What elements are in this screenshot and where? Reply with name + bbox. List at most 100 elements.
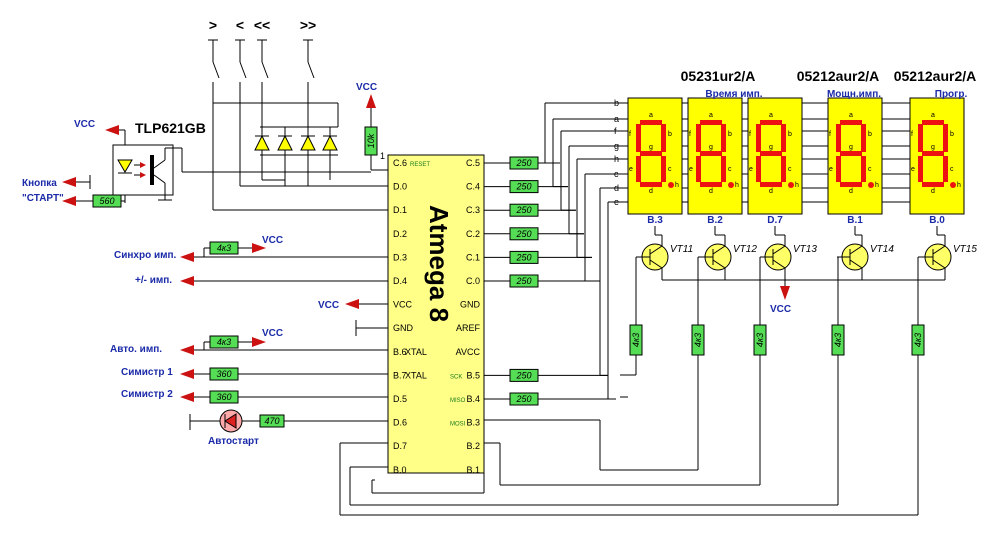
digit-port-label: D.7 (767, 215, 783, 226)
right-pin-extra: SCK (450, 374, 462, 380)
right-pin-c2: C.2 (466, 229, 480, 239)
sim2-label: Симистр 2 (121, 389, 173, 400)
display-caption-0: Время имп. (705, 89, 762, 100)
segment-letter-b: b (614, 98, 619, 108)
vcc-arrow-auto (252, 337, 266, 347)
display-caption-2: Прогр. (935, 89, 968, 100)
left-pin-d1: D.1 (393, 205, 407, 215)
resistor-250-4: 250 (509, 250, 539, 264)
resistor-4k3-base-0: 4к3 (629, 324, 643, 356)
start-label-2: "СТАРТ" (22, 193, 64, 204)
plusminus-label: +/- имп. (135, 275, 172, 286)
optocoupler: TLP621GB (112, 120, 206, 203)
right-pin-c5: C.5 (466, 158, 480, 168)
transistor-vt12: VT12 4к3 (691, 226, 757, 356)
sync-label: Синхро имп. (114, 250, 177, 261)
right-pin-extra: MOSI (450, 422, 466, 428)
left-pin-extra: XTAL (405, 347, 427, 357)
segment-letter-d: d (614, 183, 619, 193)
sim1-arrow (180, 369, 194, 379)
svg-text:e: e (829, 166, 833, 173)
svg-text:4к3: 4к3 (693, 333, 703, 347)
svg-text:c: c (788, 166, 792, 173)
diode-row (254, 126, 338, 186)
svg-text:b: b (668, 131, 672, 138)
resistor-250-2: 250 (509, 203, 539, 217)
svg-text:470: 470 (264, 416, 279, 426)
segment-letter-e: e (614, 197, 619, 207)
resistor-360-sim2: 360 (209, 390, 239, 404)
diode-2 (300, 127, 316, 155)
vcc-arrow-pin (345, 299, 359, 309)
left-pin-d0: D.0 (393, 182, 407, 192)
left-pin-d4: D.4 (393, 276, 407, 286)
auto-arrow (180, 345, 194, 355)
svg-text:d: d (649, 188, 653, 195)
resistor-4k3-base-1: 4к3 (691, 324, 705, 356)
svg-text:4к3: 4к3 (913, 333, 923, 347)
svg-text:<: < (236, 17, 244, 33)
right-pin-aref: AREF (456, 323, 481, 333)
resistor-250-6: 250 (509, 368, 539, 382)
svg-text:h: h (795, 182, 799, 189)
right-pin-c0: C.0 (466, 276, 480, 286)
transistor-label: VT12 (733, 244, 757, 255)
transistor-label: VT15 (953, 244, 977, 255)
vcc-arrow-opto (105, 125, 119, 135)
vcc-label-top: VCC (356, 82, 377, 93)
svg-text:g: g (849, 144, 853, 151)
vcc-label-pin: VCC (318, 300, 339, 311)
resistor-10k: 10k (364, 126, 378, 156)
resistor-360-sim1: 360 (209, 367, 239, 381)
right-pin-b3: B.3 (466, 418, 480, 428)
left-pin-d6: D.6 (393, 418, 407, 428)
svg-text:f: f (829, 131, 831, 138)
auto-label: Авто. имп. (110, 344, 162, 355)
diode-3 (322, 127, 338, 155)
vcc-arrow-sync (252, 243, 266, 253)
right-pin-avcc: AVCC (456, 347, 481, 357)
svg-text:4к3: 4к3 (217, 243, 231, 253)
svg-text:250: 250 (515, 252, 531, 262)
switch-1: < (235, 17, 247, 95)
svg-text:e: e (749, 166, 753, 173)
left-pin-b0: B.0 (393, 465, 407, 475)
resistor-4k3-base-3: 4к3 (831, 324, 845, 356)
resistor-4k3-sync: 4к3 (209, 241, 239, 255)
digit-port-label: B.2 (707, 215, 723, 226)
autostart-label: Автостарт (208, 436, 259, 447)
pin1-label: 1 (380, 151, 385, 161)
svg-text:>: > (209, 17, 217, 33)
start-arrow-2 (62, 196, 76, 206)
svg-text:250: 250 (515, 182, 531, 192)
svg-text:h: h (875, 182, 879, 189)
svg-text:<<: << (254, 17, 270, 33)
svg-text:d: d (849, 188, 853, 195)
right-pin-c4: C.4 (466, 182, 480, 192)
svg-text:c: c (868, 166, 872, 173)
svg-text:4к3: 4к3 (833, 333, 843, 347)
svg-text:c: c (950, 166, 954, 173)
svg-text:e: e (689, 166, 693, 173)
svg-text:250: 250 (515, 205, 531, 215)
svg-text:b: b (868, 131, 872, 138)
resistor-250-1: 250 (509, 180, 539, 194)
svg-text:a: a (709, 112, 713, 119)
resistor-250-7: 250 (509, 392, 539, 406)
resistor-250-5: 250 (509, 274, 539, 288)
left-pin-gnd: GND (393, 323, 414, 333)
wiring (182, 108, 919, 516)
segment-letter-g: g (614, 141, 619, 151)
svg-text:a: a (769, 112, 773, 119)
svg-text:g: g (649, 144, 653, 151)
svg-text:360: 360 (216, 369, 231, 379)
svg-text:f: f (749, 131, 751, 138)
digit-port-label: B.0 (929, 215, 945, 226)
